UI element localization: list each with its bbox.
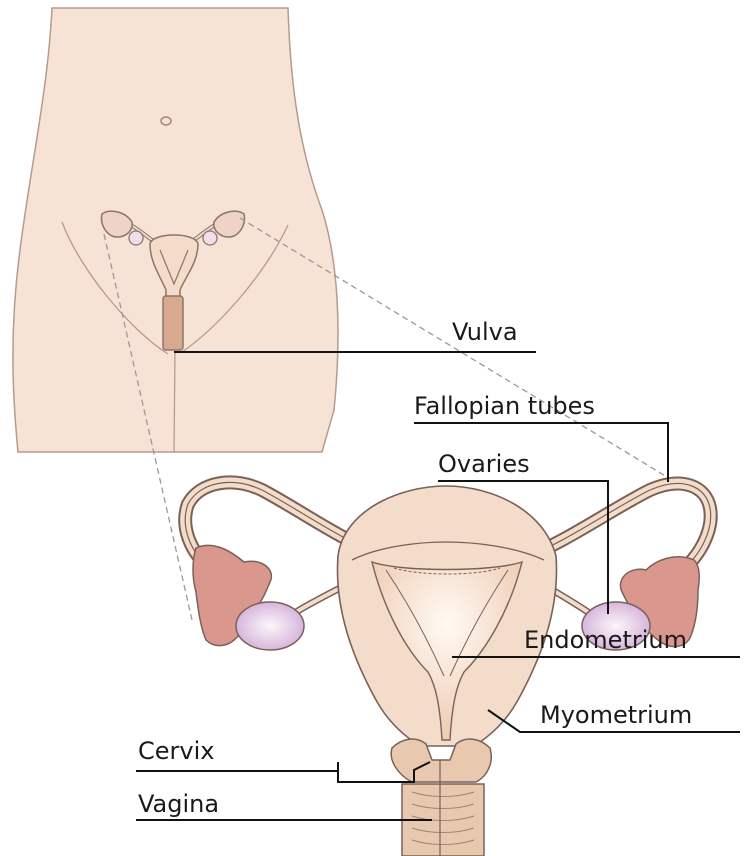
label-endometrium: Endometrium (524, 628, 687, 652)
label-fallopian-tubes: Fallopian tubes (414, 394, 595, 418)
label-vagina: Vagina (138, 792, 219, 816)
label-myometrium: Myometrium (540, 703, 692, 727)
ovary-left (236, 602, 304, 650)
large-uterus (185, 482, 710, 856)
label-vulva: Vulva (452, 320, 518, 344)
label-ovaries: Ovaries (438, 452, 530, 476)
body-silhouette (13, 8, 338, 452)
label-cervix: Cervix (138, 739, 214, 763)
